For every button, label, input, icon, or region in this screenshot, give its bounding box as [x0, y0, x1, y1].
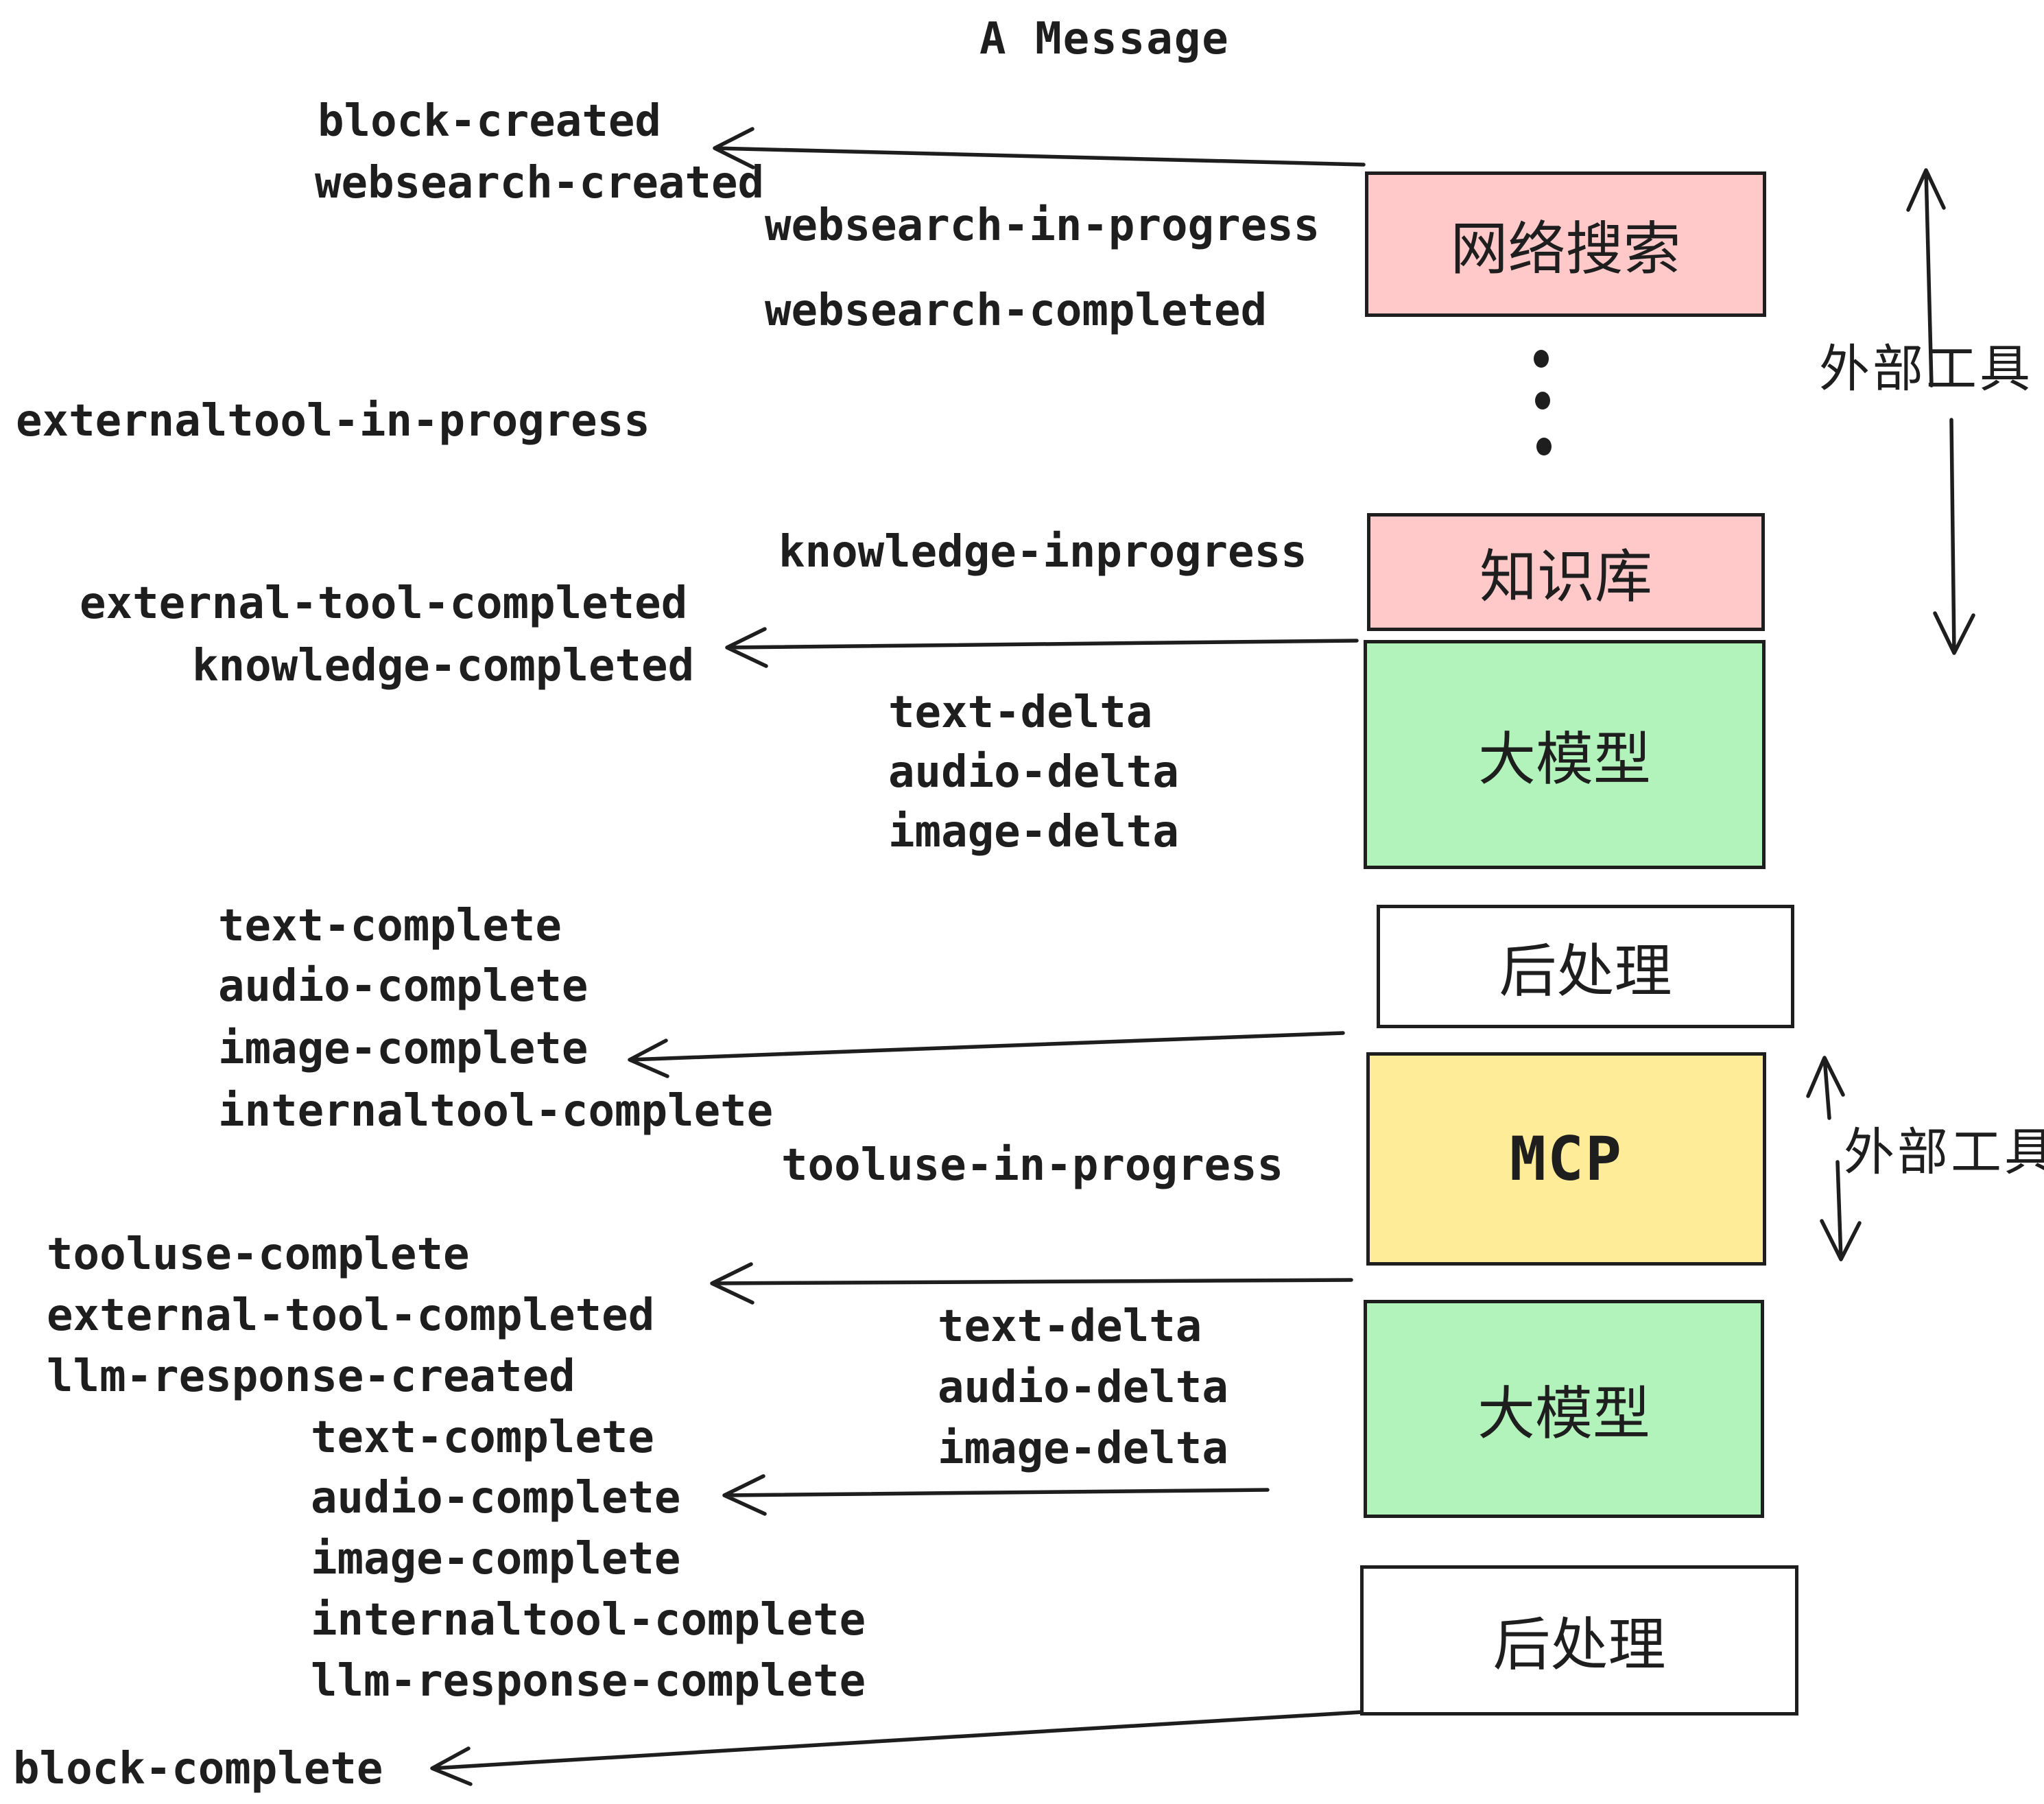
- box-knowledge-base-label: 知识库: [1479, 543, 1652, 610]
- event-tooluse-in-progress: tooluse-in-progress: [781, 1140, 1284, 1191]
- ellipsis-dot: [1535, 392, 1550, 410]
- arrow-image-complete: [628, 1031, 1345, 1078]
- event-knowledge-inprogress: knowledge-inprogress: [779, 527, 1307, 578]
- box-web-search-label: 网络搜索: [1450, 215, 1681, 283]
- external-tools-label-1: 外部工具: [1819, 340, 2033, 399]
- box-post-processing-1-label: 后处理: [1499, 937, 1672, 1005]
- event-image-delta-2: image-delta: [938, 1423, 1228, 1474]
- event-websearch-created: websearch-created: [315, 158, 765, 209]
- external-tools-up-arrow: [1806, 1056, 1845, 1120]
- box-mcp: MCP: [1366, 1052, 1766, 1266]
- arrow-knowledge-completed: [725, 627, 1359, 668]
- external-tools-up-arrow: [1906, 168, 1946, 388]
- event-audio-complete: audio-complete: [218, 961, 589, 1012]
- event-text-delta: text-delta: [888, 687, 1153, 738]
- box-knowledge-base: 知识库: [1367, 513, 1765, 631]
- box-llm-1-label: 大模型: [1477, 725, 1651, 793]
- event-llm-response-created: llm-response-created: [47, 1351, 575, 1402]
- external-tools-label-2: 外部工具: [1844, 1123, 2044, 1182]
- event-image-complete-2: image-complete: [311, 1534, 681, 1585]
- event-text-complete-2: text-complete: [311, 1412, 654, 1463]
- event-internaltool-complete-2: internaltool-complete: [311, 1595, 866, 1646]
- external-tools-down-arrow: [1933, 418, 1975, 655]
- box-llm-1: 大模型: [1364, 640, 1766, 869]
- box-post-processing-2: 后处理: [1360, 1565, 1798, 1716]
- event-knowledge-completed: knowledge-completed: [192, 641, 695, 691]
- ellipsis-dot: [1534, 350, 1549, 368]
- box-web-search: 网络搜索: [1365, 171, 1766, 317]
- box-mcp-label: MCP: [1510, 1124, 1623, 1194]
- event-audio-complete-2: audio-complete: [311, 1473, 681, 1523]
- event-external-tool-completed: external-tool-completed: [80, 578, 688, 629]
- event-externaltool-in-progress: externaltool-in-progress: [16, 396, 650, 447]
- arrow-block-created: [713, 127, 1366, 169]
- external-tools-down-arrow: [1820, 1160, 1862, 1261]
- event-text-delta-2: text-delta: [938, 1301, 1202, 1352]
- event-text-complete: text-complete: [218, 901, 562, 951]
- arrow-block-complete: [430, 1710, 1364, 1786]
- event-tooluse-complete: tooluse-complete: [47, 1229, 470, 1280]
- event-llm-response-complete: llm-response-complete: [311, 1656, 866, 1707]
- event-image-complete: image-complete: [218, 1023, 589, 1074]
- ellipsis-dot: [1536, 438, 1552, 455]
- event-websearch-in-progress: websearch-in-progress: [765, 200, 1320, 251]
- event-block-complete: block-complete: [13, 1744, 383, 1794]
- arrow-tooluse-complete: [710, 1262, 1353, 1305]
- event-image-delta: image-delta: [888, 807, 1179, 857]
- event-block-created: block-created: [318, 96, 661, 147]
- box-post-processing-1: 后处理: [1377, 905, 1794, 1028]
- box-llm-2: 大模型: [1364, 1300, 1764, 1518]
- box-post-processing-2-label: 后处理: [1493, 1611, 1666, 1678]
- event-audio-delta-2: audio-delta: [938, 1362, 1228, 1413]
- event-websearch-completed: websearch-completed: [765, 285, 1268, 336]
- event-internaltool-complete: internaltool-complete: [218, 1086, 774, 1137]
- event-external-tool-completed-2: external-tool-completed: [47, 1290, 655, 1341]
- arrow-audio-complete: [722, 1474, 1270, 1516]
- event-audio-delta: audio-delta: [888, 747, 1179, 798]
- diagram-title: A Message: [979, 14, 1230, 64]
- box-llm-2-label: 大模型: [1477, 1379, 1650, 1447]
